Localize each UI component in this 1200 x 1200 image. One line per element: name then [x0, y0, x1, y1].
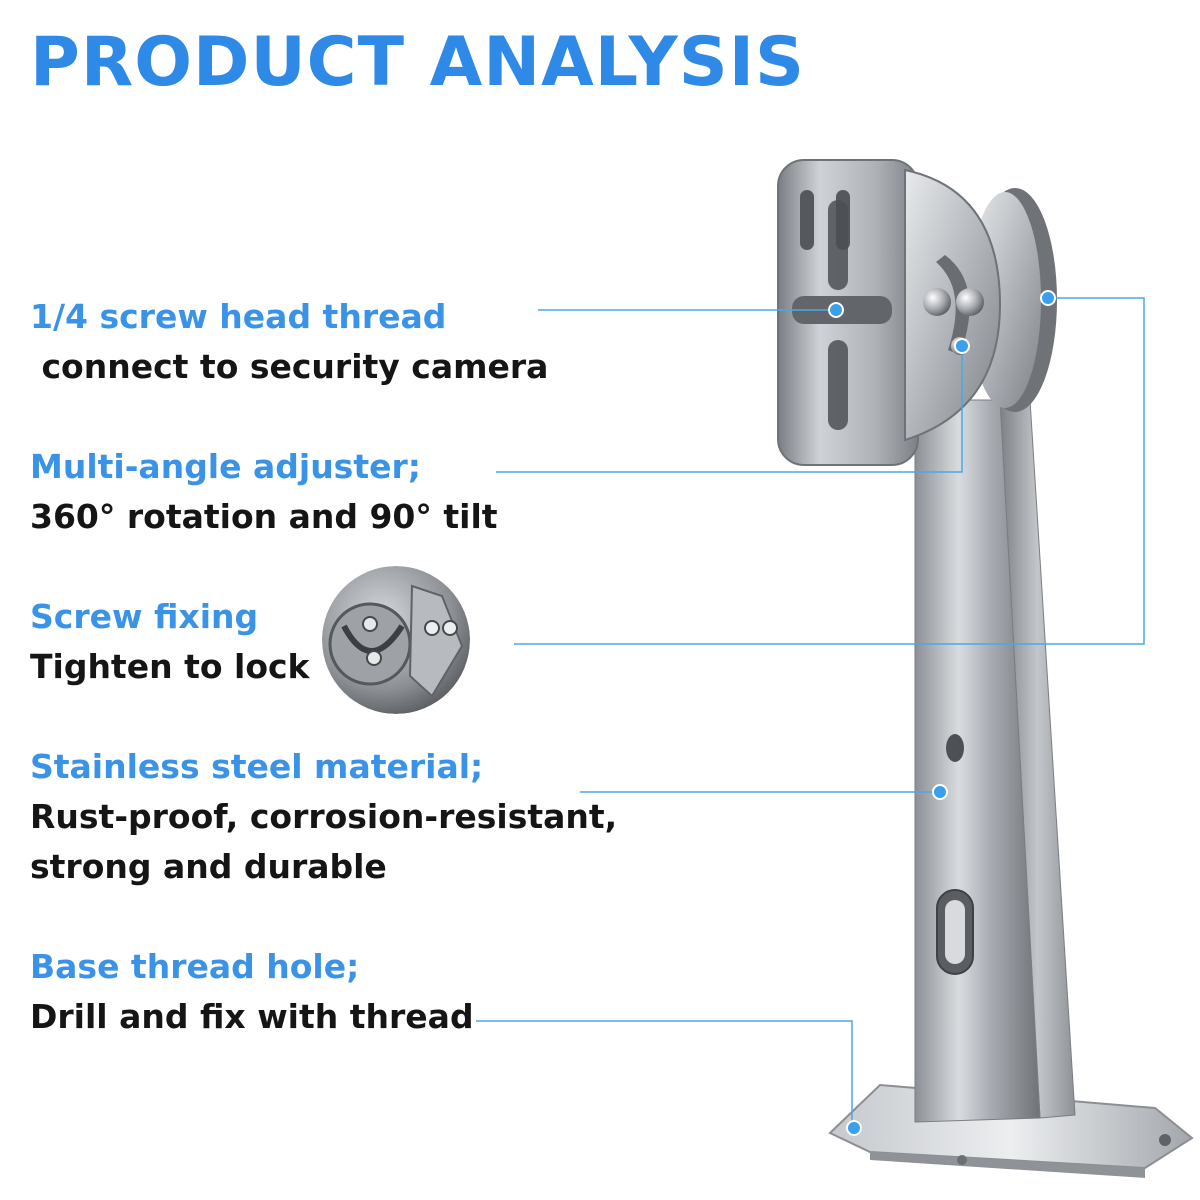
- feature-multi-angle: Multi-angle adjuster; 360° rotation and …: [30, 442, 498, 542]
- feature-screw-thread: 1/4 screw head thread connect to securit…: [30, 292, 548, 392]
- feature-desc: Rust-proof, corrosion-resistant,: [30, 797, 618, 836]
- feature-stainless-steel: Stainless steel material; Rust-proof, co…: [30, 742, 617, 892]
- feature-title: Base thread hole;: [30, 947, 360, 986]
- feature-title: Screw fixing: [30, 597, 259, 636]
- page-title: PRODUCT ANALYSIS: [30, 23, 806, 102]
- feature-title: Multi-angle adjuster;: [30, 447, 421, 486]
- screw-fixing-icon: [322, 566, 470, 714]
- feature-title: Stainless steel material;: [30, 747, 484, 786]
- feature-desc-line2: strong and durable: [30, 847, 387, 886]
- screw-fixing-closeup: [322, 566, 470, 714]
- feature-desc: 360° rotation and 90° tilt: [30, 497, 498, 536]
- feature-desc: Tighten to lock: [30, 647, 310, 686]
- feature-desc: connect to security camera: [30, 347, 549, 386]
- feature-base-thread: Base thread hole; Drill and fix with thr…: [30, 942, 474, 1042]
- feature-desc: Drill and fix with thread: [30, 997, 474, 1036]
- feature-title: 1/4 screw head thread: [30, 297, 447, 336]
- feature-screw-fixing: Screw fixing Tighten to lock: [30, 592, 310, 692]
